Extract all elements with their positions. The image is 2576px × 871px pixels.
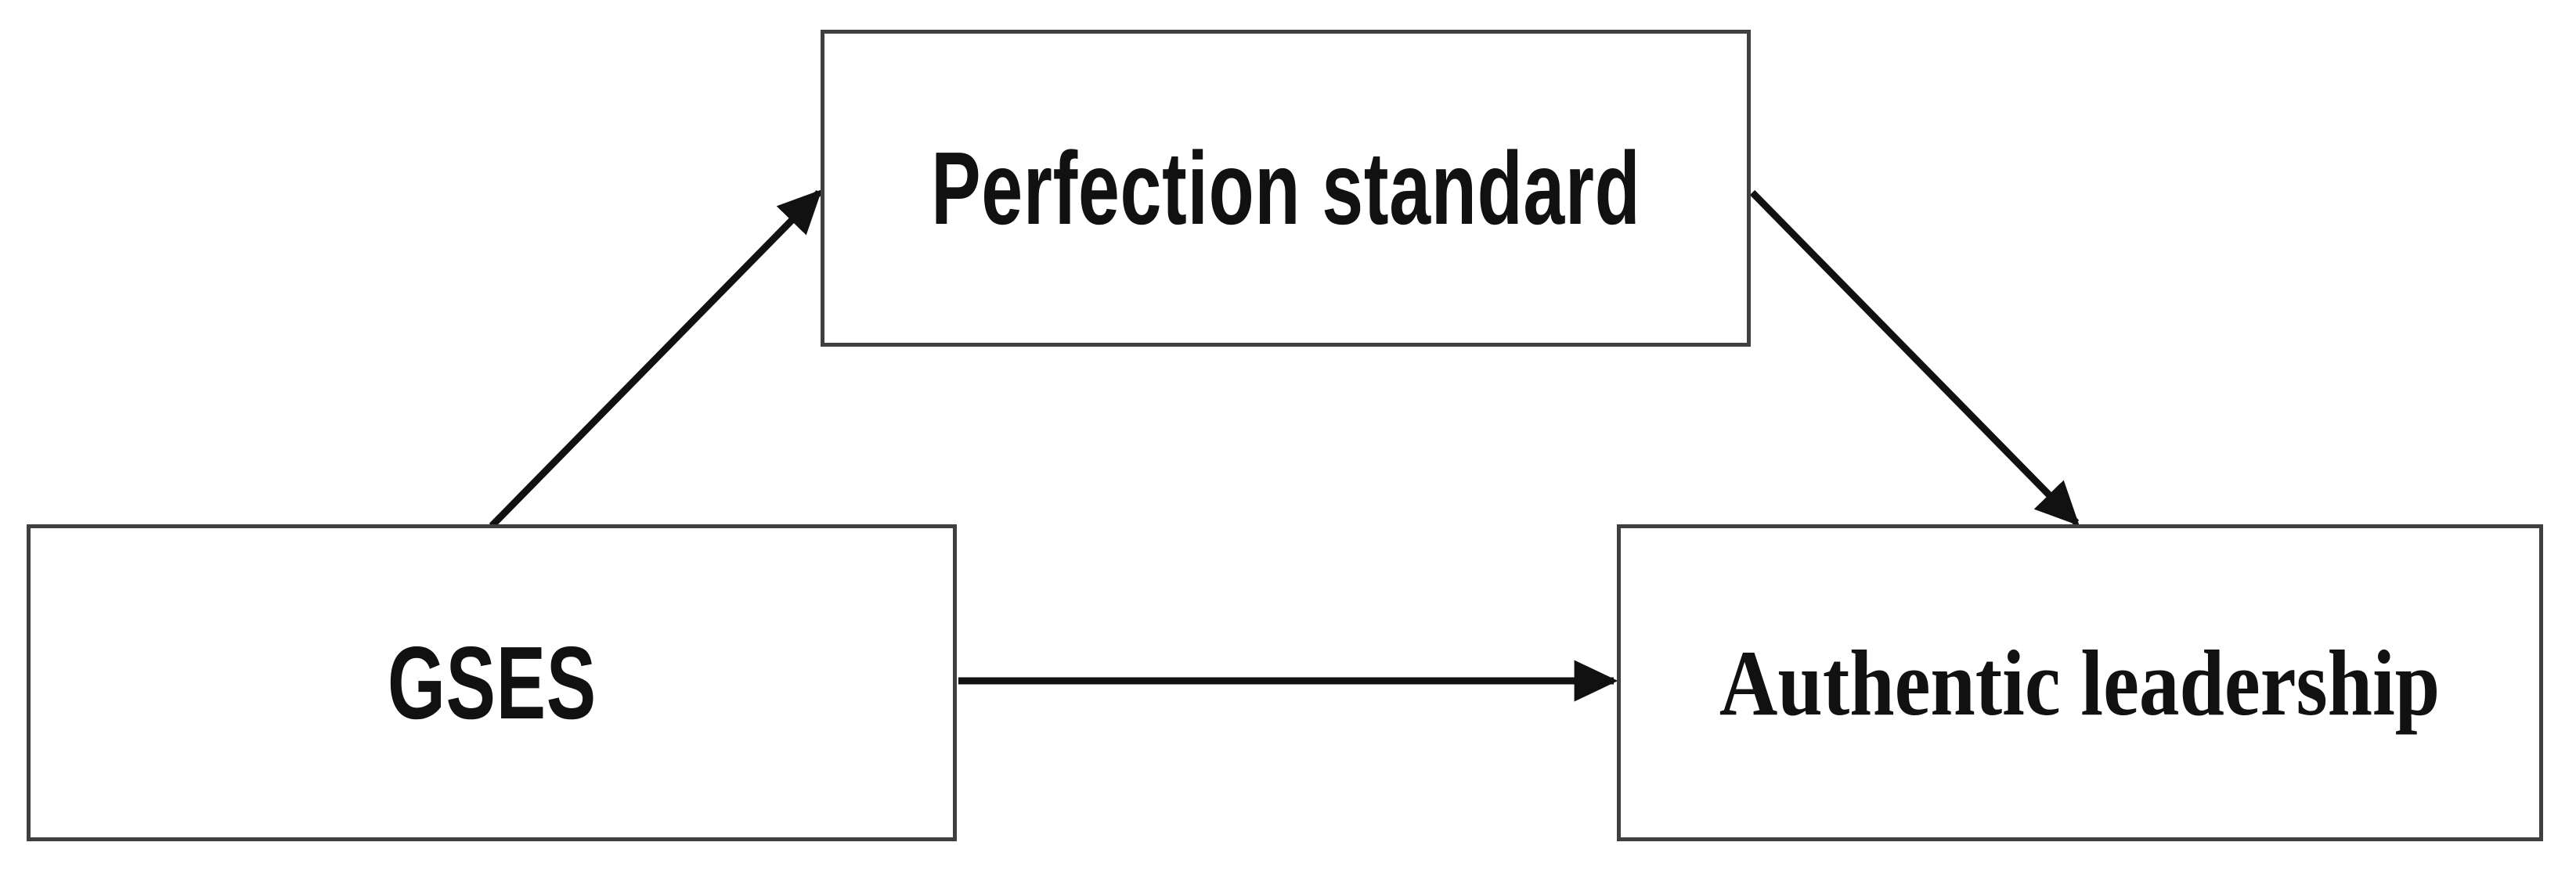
node-label-gses: GSES bbox=[387, 624, 597, 740]
node-label-perfection-standard: Perfection standard bbox=[930, 130, 1641, 246]
edge-gses-to-perfection bbox=[489, 189, 822, 529]
node-gses: GSES bbox=[27, 524, 957, 841]
edge-perfection-to-authentic bbox=[1749, 189, 2080, 526]
node-authentic-leadership: Authentic leadership bbox=[1617, 524, 2543, 841]
node-label-authentic-leadership: Authentic leadership bbox=[1719, 630, 2441, 735]
node-perfection-standard: Perfection standard bbox=[821, 30, 1751, 347]
